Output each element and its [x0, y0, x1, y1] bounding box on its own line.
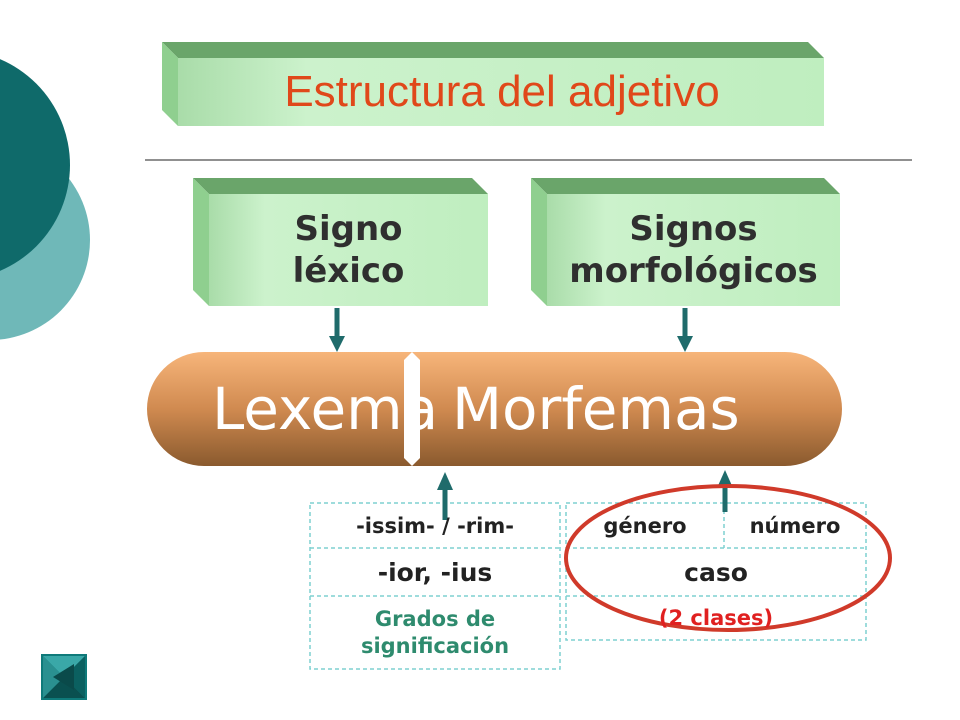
pill-right: [412, 352, 842, 466]
down-arrow-left: [329, 308, 345, 352]
down-arrow-right: [677, 308, 693, 352]
morphological-box: [531, 178, 840, 306]
morphological-signs-label: Signos morfológicos: [569, 208, 818, 292]
up-arrow-right: [717, 470, 733, 512]
decor-circle-dark: [0, 59, 70, 271]
highlight-ellipse: [564, 484, 892, 632]
up-arrow-left: [437, 472, 453, 520]
right-table-case: caso: [684, 557, 748, 587]
lexical-sign-label: Signo léxico: [292, 208, 405, 292]
back-nav-button[interactable]: [41, 654, 87, 700]
back-nav-icon: [41, 654, 87, 700]
left-table-grid: [309, 502, 561, 670]
morphemes-label: Morfemas: [452, 375, 740, 443]
right-table-gender: género: [603, 513, 687, 538]
lexeme-label: Lexema: [212, 375, 439, 443]
lexical-box: [193, 178, 488, 306]
left-table-row1: -issim- / -rim-: [356, 513, 514, 538]
left-table-row3: Grados de significación: [360, 606, 510, 658]
pill-left: [147, 352, 412, 466]
page-title: Estructura del adjetivo: [284, 67, 720, 116]
title-box: [162, 42, 824, 126]
left-table-row2: -ior, -ius: [377, 557, 493, 587]
right-table-classes: (2 clases): [658, 606, 774, 630]
right-table-number: número: [749, 513, 841, 538]
